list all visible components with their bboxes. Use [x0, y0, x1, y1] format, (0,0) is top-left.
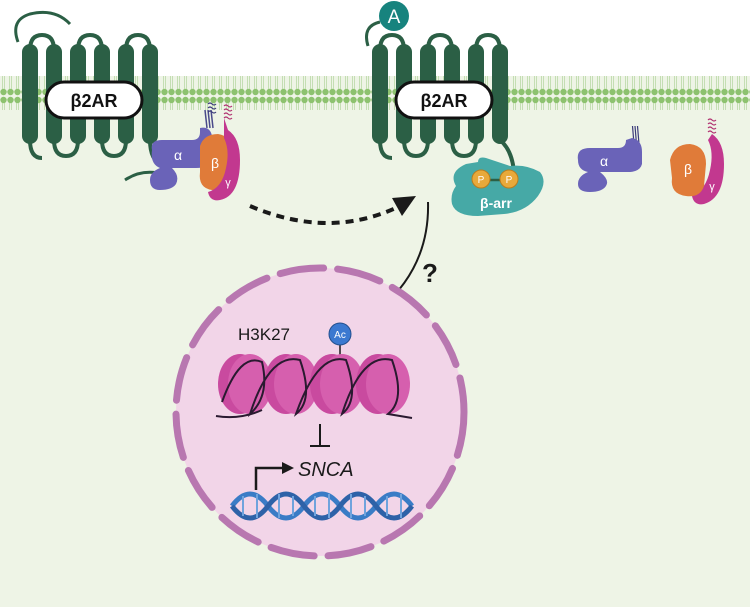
nuclear-envelope — [172, 264, 468, 560]
g-gamma-subunit-left — [208, 118, 240, 201]
nucleosomes — [215, 354, 413, 419]
phospho-site-2 — [499, 169, 519, 189]
phospho-site-1 — [471, 169, 491, 189]
g-beta-label-left: β — [211, 155, 219, 171]
g-alpha-subunit-left — [150, 127, 212, 190]
h3k27-label: H3K27 — [238, 325, 290, 344]
receptor-right-label-box — [394, 80, 494, 120]
transition-arrowhead — [392, 196, 416, 216]
gene-label: SNCA — [298, 459, 354, 481]
g-alpha-label-left: α — [174, 147, 182, 163]
transition-arrow — [249, 204, 401, 225]
g-gamma-label-right: γ — [709, 181, 715, 193]
acetyl-group — [328, 322, 352, 346]
transcription-start-arrow — [254, 466, 284, 490]
phospho-label-2: P — [506, 175, 513, 186]
nucleus — [176, 268, 464, 556]
dna-helix — [230, 491, 414, 521]
g-protein-left — [124, 102, 240, 201]
transcription-arrowhead — [282, 462, 294, 474]
question-mark: ? — [422, 258, 438, 288]
acetyl-label: Ac — [334, 330, 346, 341]
g-alpha-right — [577, 125, 642, 192]
g-gamma-label-left: γ — [225, 177, 231, 189]
g-beta-label-right: β — [684, 161, 692, 177]
agonist-label: A — [388, 7, 401, 28]
g-betagamma-right — [670, 118, 724, 205]
agonist-molecule — [379, 1, 409, 31]
g-alpha-label-right: α — [600, 153, 608, 169]
arrestin-label: β-arr — [480, 195, 512, 211]
receptor-left-label: β2AR — [71, 91, 118, 111]
receptor-left-label-box — [44, 80, 144, 120]
receptor-right-label: β2AR — [421, 91, 468, 111]
phospho-label-1: P — [478, 175, 485, 186]
